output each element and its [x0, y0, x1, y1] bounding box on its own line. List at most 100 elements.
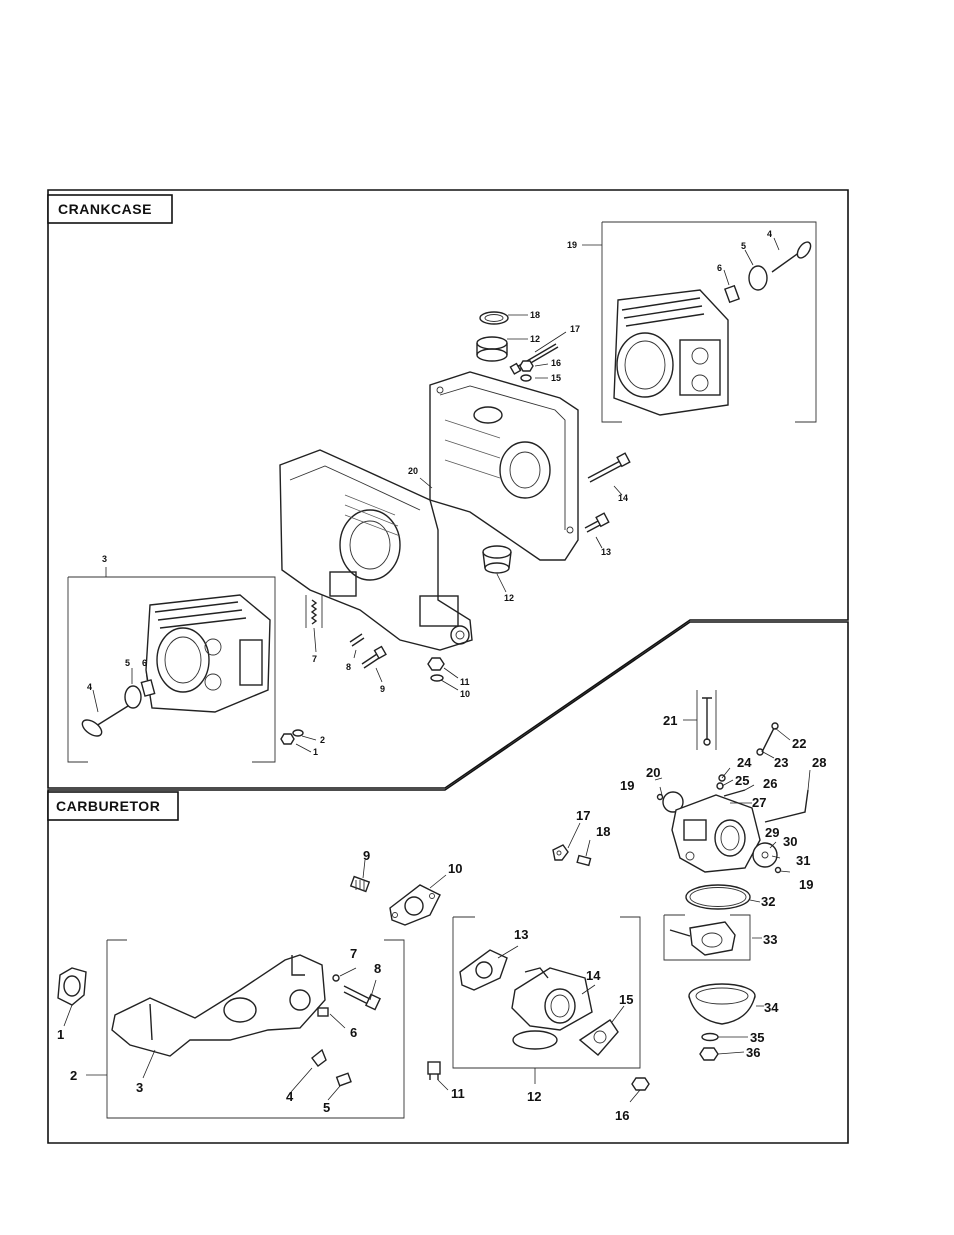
label-10: 10 — [448, 861, 462, 876]
label-18: 18 — [530, 310, 540, 320]
nut-36 — [700, 1048, 718, 1060]
label-9: 9 — [380, 684, 385, 694]
carburetor-labels: 21 22 23 24 25 26 20 19 28 27 17 18 29 3… — [57, 713, 826, 1123]
label-21: 21 — [663, 713, 677, 728]
gasket-10 — [390, 885, 440, 925]
label-23: 23 — [774, 755, 788, 770]
label-17: 17 — [570, 324, 580, 334]
label-4: 4 — [767, 229, 772, 239]
label-14: 14 — [586, 968, 601, 983]
label-2: 2 — [70, 1068, 77, 1083]
choke-shaft-21 — [697, 690, 716, 750]
carburetor-assembly-12 — [453, 917, 640, 1068]
label-12b: 12 — [504, 593, 514, 603]
label-7: 7 — [312, 654, 317, 664]
washer-35 — [702, 1034, 718, 1041]
label-34: 34 — [764, 1000, 779, 1015]
label-26: 26 — [763, 776, 777, 791]
label-19b: 19 — [799, 877, 813, 892]
screw-19-bottom — [776, 868, 781, 873]
float-assembly-33 — [664, 915, 750, 960]
stud-8 — [350, 634, 364, 646]
label-19: 19 — [567, 240, 577, 250]
label-4: 4 — [286, 1089, 294, 1104]
label-18: 18 — [596, 824, 610, 839]
carburetor-title: CARBURETOR — [56, 798, 160, 814]
cylinder-head-group-3 — [68, 577, 275, 762]
bolt-9 — [362, 647, 386, 668]
nut-1 — [281, 734, 294, 744]
float-bowl-34 — [689, 984, 755, 1024]
label-29: 29 — [765, 825, 779, 840]
label-13: 13 — [514, 927, 528, 942]
bearing-12-bottom — [483, 546, 511, 573]
nut-11 — [428, 658, 444, 670]
fitting-11 — [428, 1062, 440, 1080]
bearing-12-top — [477, 337, 507, 361]
label-12: 12 — [530, 334, 540, 344]
label-22: 22 — [792, 736, 806, 751]
bolt-14 — [588, 453, 630, 482]
crankcase-half-right — [430, 372, 578, 560]
label-16: 16 — [551, 358, 561, 368]
crankcase-title: CRANKCASE — [58, 201, 152, 217]
label-36: 36 — [746, 1045, 760, 1060]
label-1: 1 — [57, 1027, 64, 1042]
label-32: 32 — [761, 894, 775, 909]
screw-22 — [762, 723, 778, 752]
label-28: 28 — [812, 755, 826, 770]
label-11: 11 — [460, 677, 470, 687]
label-30: 30 — [783, 834, 797, 849]
screw-18 — [577, 856, 590, 866]
label-12: 12 — [527, 1089, 541, 1104]
nut-16 — [632, 1078, 649, 1090]
label-33: 33 — [763, 932, 777, 947]
label-13: 13 — [601, 547, 611, 557]
label-9: 9 — [363, 848, 370, 863]
label-5b: 5 — [125, 658, 130, 668]
cylinder-head-group-19 — [602, 222, 816, 422]
oil-seal-18 — [480, 312, 508, 324]
label-6: 6 — [350, 1025, 357, 1040]
label-20: 20 — [646, 765, 660, 780]
label-5: 5 — [741, 241, 746, 251]
label-19: 19 — [620, 778, 634, 793]
throttle-rod-28 — [765, 790, 808, 822]
label-16: 16 — [615, 1108, 629, 1123]
label-11: 11 — [451, 1086, 465, 1101]
label-4b: 4 — [87, 682, 92, 692]
spring-7 — [306, 595, 322, 628]
label-15: 15 — [619, 992, 633, 1007]
stud-9 — [351, 877, 369, 892]
label-20: 20 — [408, 466, 418, 476]
washer-15 — [521, 375, 531, 381]
label-31: 31 — [796, 853, 810, 868]
bracket-17 — [553, 845, 568, 860]
label-24: 24 — [737, 755, 752, 770]
intake-manifold-group-2 — [107, 940, 404, 1118]
label-7: 7 — [350, 946, 357, 961]
label-6: 6 — [717, 263, 722, 273]
label-25: 25 — [735, 773, 749, 788]
label-5: 5 — [323, 1100, 330, 1115]
carburetor-title-box: CARBURETOR — [48, 792, 178, 820]
label-8: 8 — [346, 662, 351, 672]
label-35: 35 — [750, 1030, 764, 1045]
label-3: 3 — [102, 554, 107, 564]
label-6b: 6 — [142, 658, 147, 668]
carburetor-body — [672, 795, 760, 872]
label-10: 10 — [460, 689, 470, 699]
label-17: 17 — [576, 808, 590, 823]
gasket-32 — [686, 885, 750, 909]
screw-19-top — [658, 795, 663, 800]
nut-16 — [520, 361, 533, 371]
label-8: 8 — [374, 961, 381, 976]
label-1: 1 — [313, 747, 318, 757]
washer-2 — [293, 730, 303, 736]
bolt-13 — [585, 513, 609, 532]
label-27: 27 — [752, 795, 766, 810]
label-14: 14 — [618, 493, 628, 503]
label-2: 2 — [320, 735, 325, 745]
crankcase-title-box: CRANKCASE — [48, 195, 172, 223]
